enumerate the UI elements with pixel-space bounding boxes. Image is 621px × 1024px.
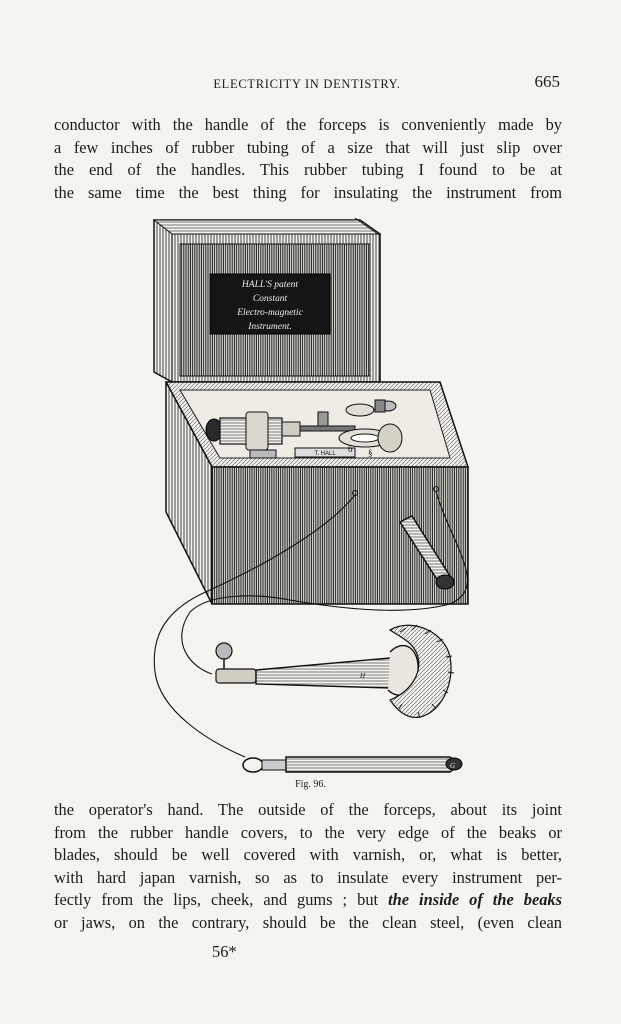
box-body	[164, 381, 470, 605]
paragraph-bottom: the operator's hand. The outside of the …	[54, 799, 562, 935]
paragraph-top: conductor with the handle of the forceps…	[54, 114, 562, 204]
svg-text:G: G	[450, 762, 455, 770]
text-segment: fectly from the lips, cheek, and gums ; …	[54, 890, 389, 910]
running-title: ELECTRICITY IN DENTISTRY.	[213, 77, 401, 91]
page-number: 665	[534, 72, 561, 91]
text-line: blades, should be well covered with varn…	[54, 845, 562, 865]
lower-electrode: G	[242, 756, 463, 773]
text-line: with hard japan varnish, so as to insula…	[54, 867, 562, 887]
connecting-wires	[153, 490, 468, 758]
text-line: conductor with the handle of the forceps…	[54, 115, 562, 134]
signature-mark: 56*	[212, 942, 237, 961]
text-line: fectly from the lips, cheek, and gums ; …	[54, 889, 562, 912]
electromagnetic-instrument-illustration: HALL'S patent Constant Electro-magnetic …	[152, 217, 470, 773]
patent-label: HALL'S patent Constant Electro-magnetic …	[209, 273, 331, 335]
electrode-handle	[398, 515, 455, 590]
figure-caption: Fig. 96.	[295, 779, 326, 790]
label-line: Constant	[253, 294, 288, 304]
text-line: the end of the handles. This rubber tubi…	[54, 160, 562, 180]
text-line: or jaws, on the contrary, should be the …	[54, 912, 562, 932]
text-line: the operator's hand. The outside of the …	[54, 800, 562, 819]
coil-mechanism: T. HALL 6 §	[205, 399, 403, 459]
inner-plate-text: T. HALL	[314, 451, 336, 457]
label-line: HALL'S patent	[241, 280, 298, 290]
running-head: ELECTRICITY IN DENTISTRY. 665	[52, 72, 562, 94]
forceps-brush: H	[215, 624, 455, 719]
text-line: from the rubber handle covers, to the ve…	[54, 822, 562, 842]
svg-text:6: 6	[348, 444, 353, 454]
text-line: a few inches of rubber tubing of a size …	[54, 137, 562, 157]
svg-text:§: §	[368, 448, 373, 458]
label-line: Electro-magnetic	[236, 308, 303, 318]
svg-text:H: H	[359, 672, 366, 680]
italic-phrase: the inside of the beaks	[388, 890, 562, 910]
box-lid: HALL'S patent Constant Electro-magnetic …	[152, 217, 382, 383]
label-line: Instrument.	[247, 322, 292, 332]
text-line: the same time the best thing for insulat…	[54, 182, 562, 202]
